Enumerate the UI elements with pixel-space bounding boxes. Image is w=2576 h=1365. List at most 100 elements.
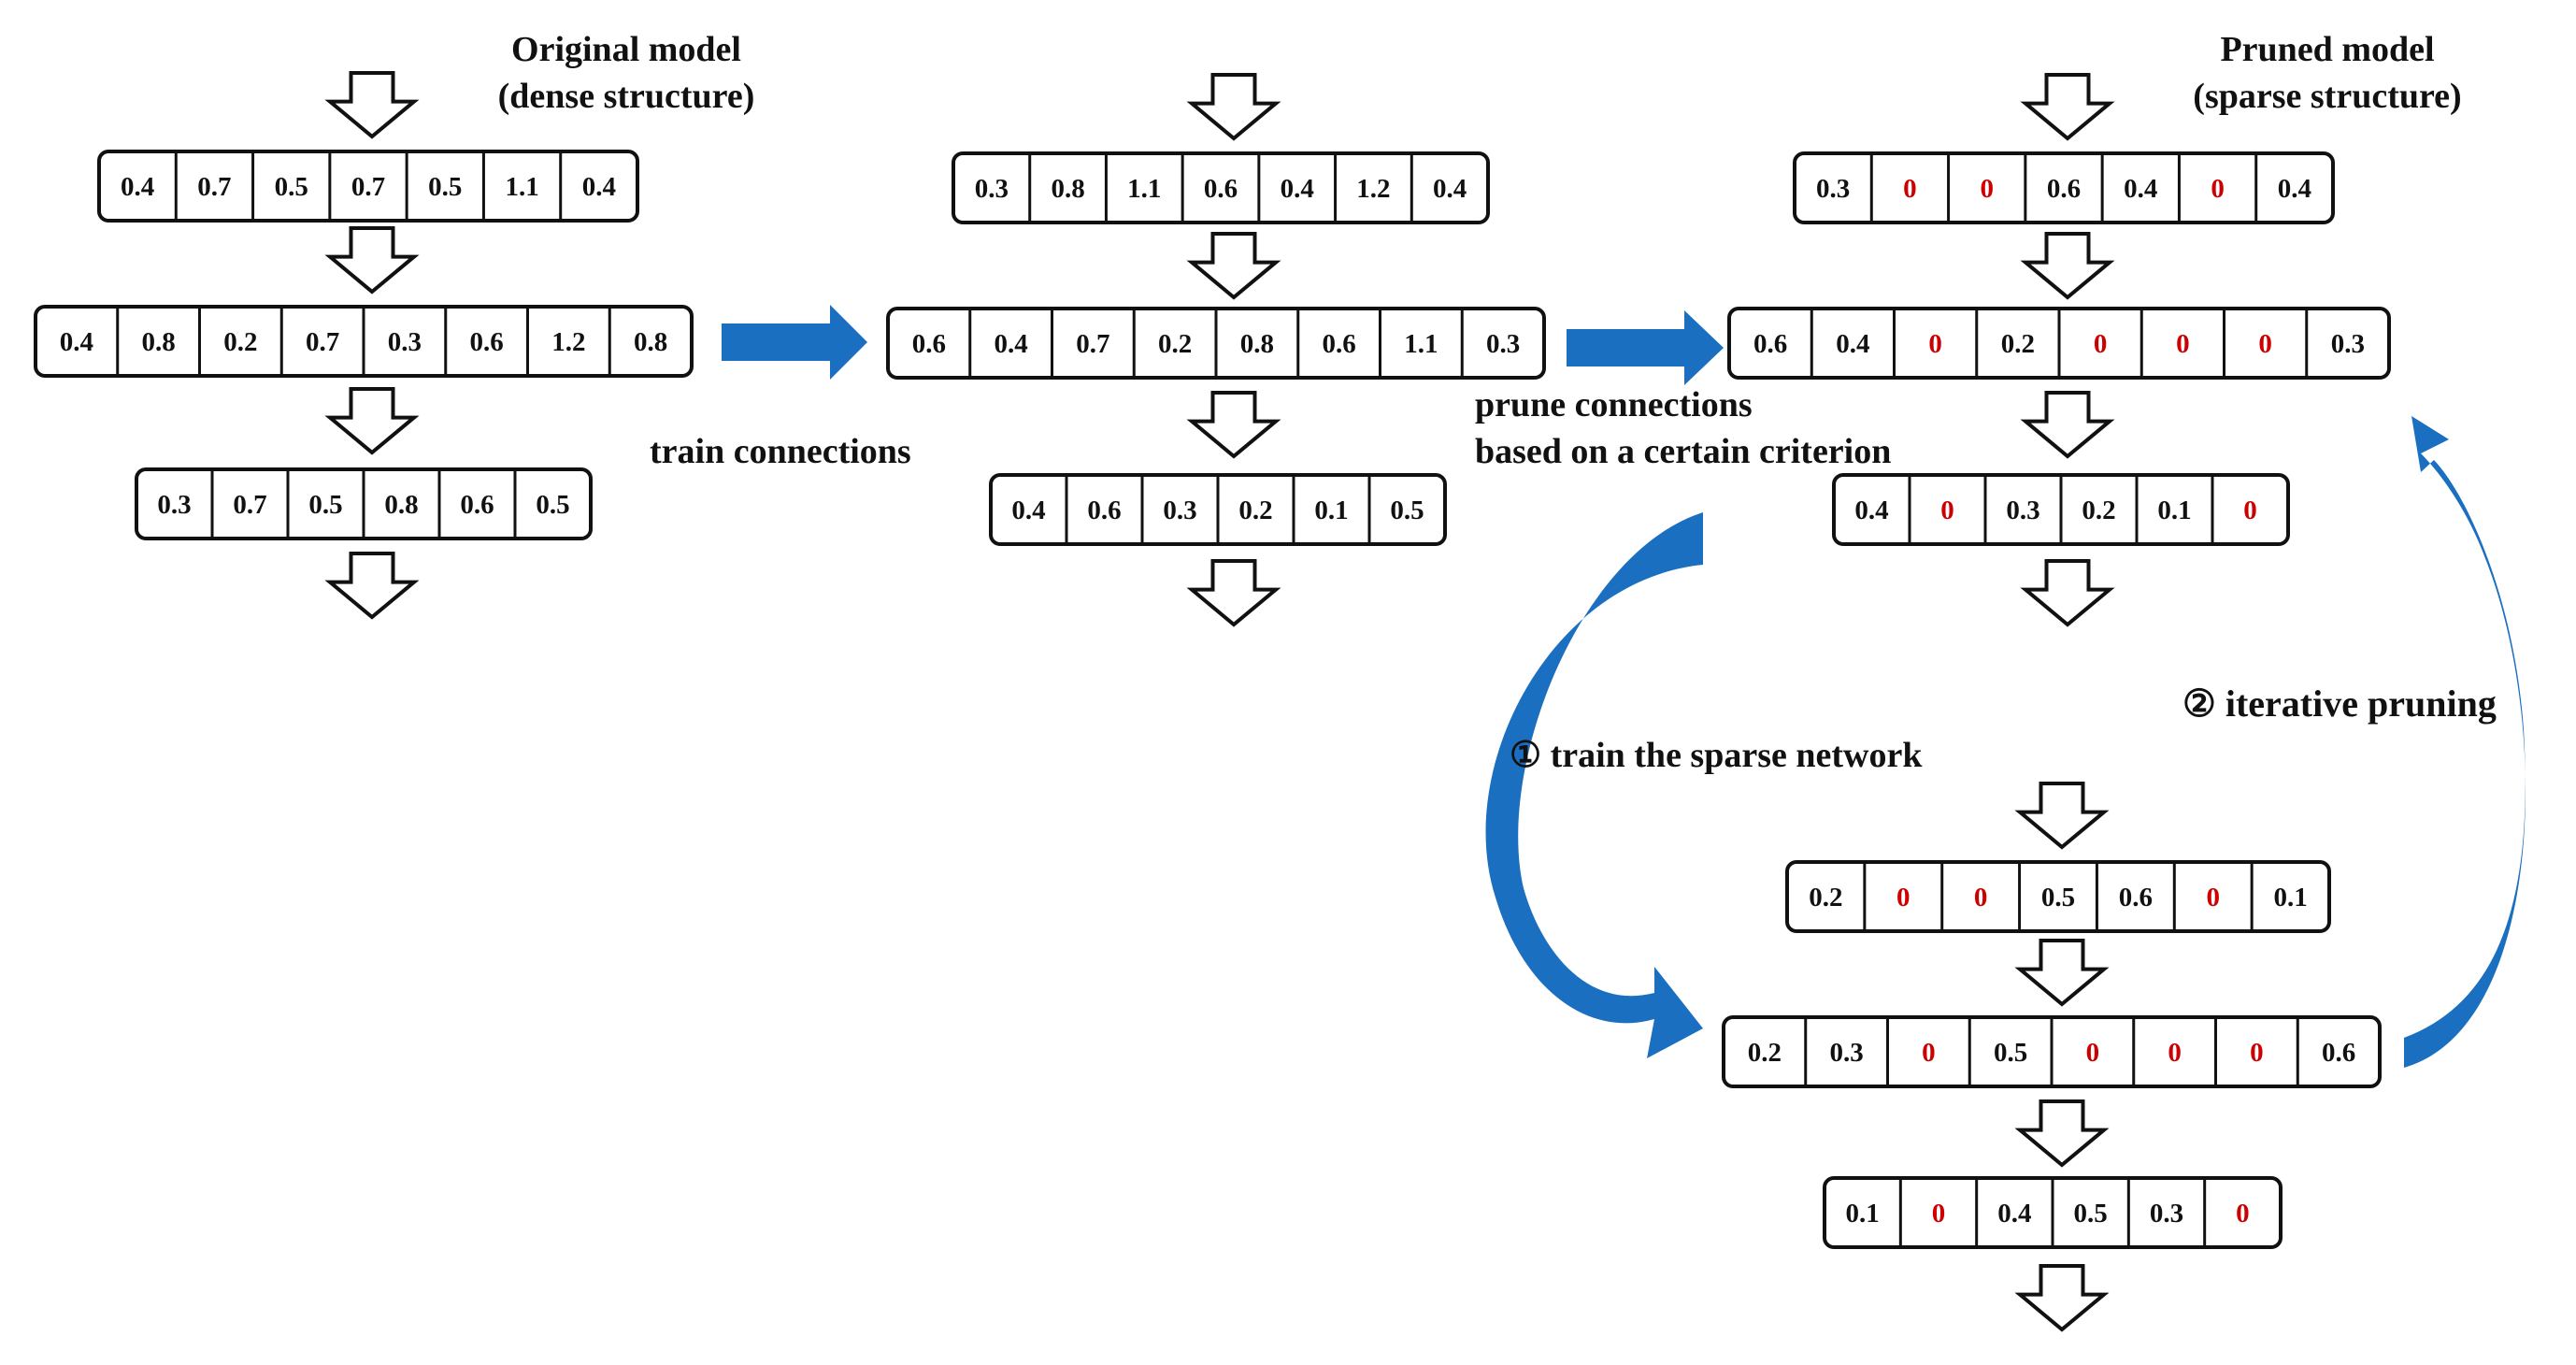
prune-connections-arrow: [1567, 310, 1724, 385]
pruned-title-line-1: Pruned model: [2220, 30, 2435, 69]
pruned-layer-2-cell: 0: [2176, 329, 2190, 359]
original-flow-arrow-3: [324, 387, 420, 455]
retrained-layer-3-cell: 0.5: [2074, 1199, 2108, 1228]
original-layer-2-cell: 0.8: [142, 327, 176, 357]
trained-layer-2-cell: 0.7: [1076, 329, 1109, 359]
retrained-flow-arrow-4: [2014, 1264, 2110, 1332]
original-layer-1-cell: 0.7: [197, 172, 231, 202]
pruned-flow-arrow-1: [2020, 73, 2115, 141]
pruned-layer-2-cell: 0: [1928, 329, 1942, 359]
retrained-layer-2-cell: 0: [2250, 1038, 2264, 1068]
trained-layer-1-cell: 1.1: [1127, 174, 1161, 204]
trained-layer-1: 0.3 0.8 1.1 0.6 0.4 1.2 0.4: [952, 151, 1490, 224]
original-layer-2-cell: 0.4: [60, 327, 93, 357]
retrained-layer-3-cell: 0.1: [1846, 1199, 1880, 1228]
pruned-layer-3-cell: 0: [1940, 496, 1954, 525]
original-flow-arrow-2: [324, 226, 420, 295]
original-layer-1-box: [97, 150, 639, 223]
original-title-line-2: (dense structure): [497, 77, 755, 116]
retrained-layer-1-box: [1785, 860, 2331, 933]
pruned-layer-2-cell: 0: [2258, 329, 2272, 359]
pruned-layer-2-cell: 0.3: [2331, 329, 2365, 359]
trained-layer-1-cell: 1.2: [1356, 174, 1390, 204]
pruned-layer-1-cell: 0: [1980, 174, 1994, 204]
retrained-layer-1-cell: 0.1: [2273, 883, 2307, 912]
prune-connections-label: prune connections based on a certain cri…: [1475, 381, 1891, 475]
original-layer-3-cell: 0.5: [308, 490, 342, 520]
retrained-layer-3-cell: 0: [2236, 1199, 2250, 1228]
pruned-layer-3-cell: 0.4: [1854, 496, 1888, 525]
original-layer-1-cell: 0.7: [351, 172, 385, 202]
trained-layer-1-cell: 0.4: [1433, 174, 1467, 204]
retrained-flow-arrow-3: [2014, 1099, 2110, 1168]
original-layer-2-cell: 1.2: [551, 327, 585, 357]
original-layer-2-cell: 0.7: [306, 327, 339, 357]
trained-layer-1-cell: 0.4: [1281, 174, 1314, 204]
pruned-layer-2-cell: 0: [2094, 329, 2108, 359]
trained-layer-3-cell: 0.5: [1390, 496, 1424, 525]
pruned-layer-2-cell: 0.6: [1753, 329, 1787, 359]
trained-layer-3-cell: 0.6: [1087, 496, 1121, 525]
pruned-layer-2-cell: 0.4: [1836, 329, 1869, 359]
retrained-layer-1-cell: 0.5: [2041, 883, 2075, 912]
pruned-layer-1-cell: 0.4: [2124, 174, 2157, 204]
trained-layer-2-cell: 0.2: [1158, 329, 1192, 359]
pruned-layer-1-box: [1793, 151, 2335, 224]
original-layer-1-cell: 1.1: [505, 172, 538, 202]
trained-layer-1-cell: 0.6: [1204, 174, 1238, 204]
retrained-flow-arrow-1: [2014, 782, 2110, 850]
pruned-layer-1-cell: 0.6: [2047, 174, 2081, 204]
train-connections-arrow: [722, 305, 867, 380]
trained-layer-2-cell: 0.3: [1486, 329, 1520, 359]
trained-layer-3-cell: 0.2: [1238, 496, 1272, 525]
original-layer-3-cell: 0.7: [233, 490, 266, 520]
pruned-model-title: Pruned model (sparse structure): [2131, 26, 2524, 120]
retrained-layer-3-cell: 0.4: [1997, 1199, 2031, 1228]
trained-layer-1-cell: 0.8: [1051, 174, 1084, 204]
train-connections-label: train connections: [650, 432, 911, 471]
pruned-layer-1-cell: 0.4: [2278, 174, 2311, 204]
trained-layer-2-cell: 0.6: [912, 329, 946, 359]
retrained-layer-2-cell: 0.5: [1994, 1038, 2027, 1068]
train-sparse-network-label: ① train the sparse network: [1510, 736, 1923, 775]
trained-layer-1-cell: 0.3: [975, 174, 1009, 204]
pruned-layer-3-cell: 0.3: [2006, 496, 2039, 525]
pruned-layer-3-cell: 0.2: [2082, 496, 2115, 525]
original-layer-1-cell: 0.5: [275, 172, 308, 202]
original-layer-2-cell: 0.6: [470, 327, 504, 357]
trained-flow-arrow-2: [1186, 232, 1281, 300]
original-layer-1-cell: 0.4: [121, 172, 154, 202]
pruned-flow-arrow-3: [2020, 391, 2115, 459]
pruned-layer-3-cell: 0: [2243, 496, 2257, 525]
original-layer-2-cell: 0.8: [634, 327, 667, 357]
pruned-title-line-2: (sparse structure): [2193, 77, 2462, 116]
pruned-flow-arrow-2: [2020, 232, 2115, 300]
trained-layer-2-cell: 1.1: [1404, 329, 1438, 359]
retrained-layer-2-cell: 0.3: [1830, 1038, 1864, 1068]
trained-flow-arrow-1: [1186, 73, 1281, 141]
pruned-layer-1-cell: 0: [2211, 174, 2225, 204]
trained-layer-1-box: [952, 151, 1490, 224]
iterative-pruning-label: ② iterative pruning: [2182, 682, 2497, 725]
pruned-layer-1-cell: 0.3: [1816, 174, 1850, 204]
retrained-layer-1-cell: 0: [1974, 883, 1988, 912]
retrained-layer-2-cell: 0.6: [2322, 1038, 2355, 1068]
trained-flow-arrow-4: [1186, 559, 1281, 627]
trained-layer-3-cell: 0.3: [1163, 496, 1196, 525]
trained-layer-3-cell: 0.1: [1314, 496, 1348, 525]
original-layer-3-cell: 0.8: [384, 490, 418, 520]
retrained-flow-arrow-2: [2014, 939, 2110, 1007]
original-model-title: Original model (dense structure): [430, 26, 823, 120]
trained-flow-arrow-3: [1186, 391, 1281, 459]
trained-layer-2-cell: 0.4: [995, 329, 1028, 359]
retrained-layer-2-cell: 0.2: [1748, 1038, 1782, 1068]
original-layer-2-cell: 0.2: [223, 327, 257, 357]
